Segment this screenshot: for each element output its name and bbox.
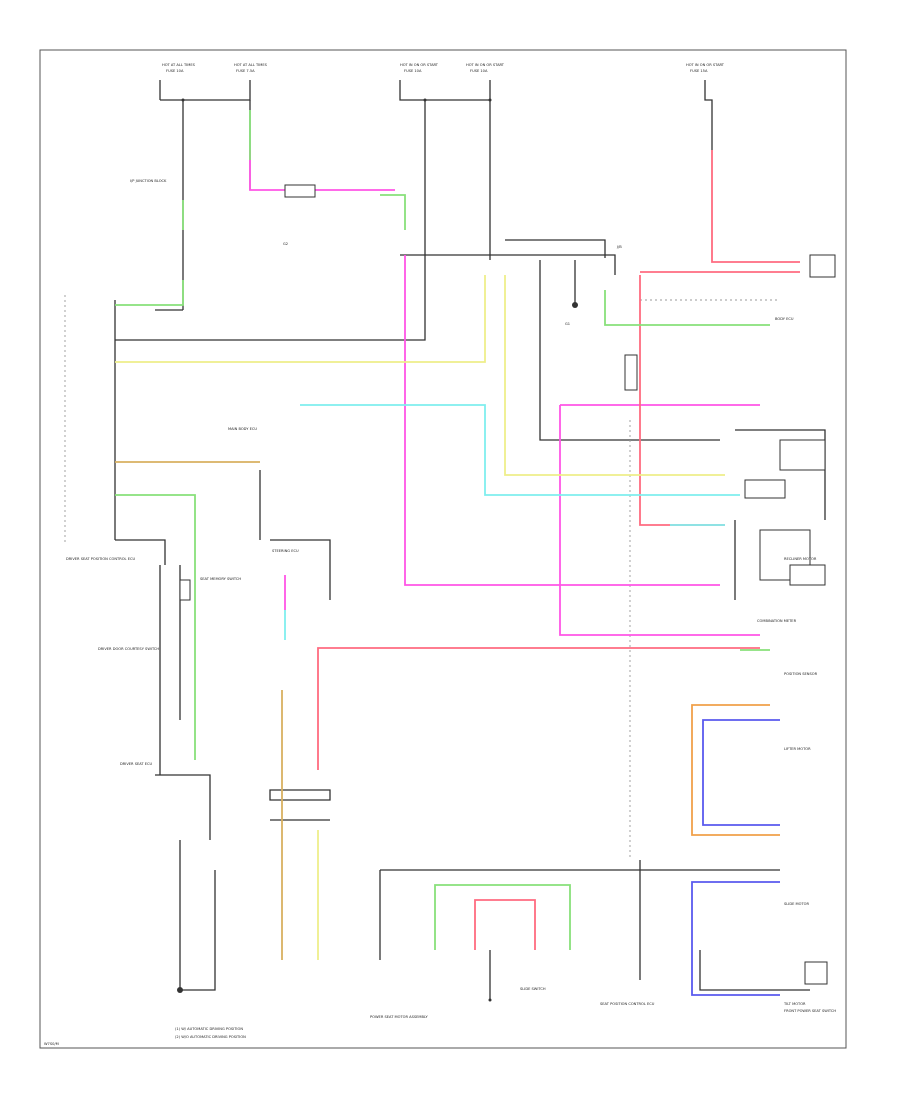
ecu-box-2	[744, 479, 786, 499]
fuse-b-sub: FUSE 7.5A	[236, 69, 255, 73]
green-wires	[115, 110, 770, 950]
body-mid-label: BODY ECU	[775, 317, 794, 321]
motor-box	[789, 564, 826, 586]
ecu-box-3	[759, 529, 811, 581]
ground-mid-label: G2	[283, 242, 288, 246]
footnote-2: (2) W/O AUTOMATIC DRIVING POSITION	[175, 1035, 246, 1039]
yellow-wires	[115, 275, 725, 960]
fuse-e-sub: FUSE 15A	[690, 69, 708, 73]
junction-mid-label: J/B	[616, 245, 622, 249]
recliner-label: RECLINER MOTOR	[784, 557, 817, 561]
bottom-center-label: POWER SEAT MOTOR ASSEMBLY	[370, 1015, 429, 1019]
tilt-motor-label: TILT MOTOR	[783, 1002, 806, 1006]
steering-ecu-label: STEERING ECU	[272, 549, 299, 553]
connector-right-bottom	[804, 961, 828, 985]
fuse-e-label: HOT IN ON OR START	[686, 63, 725, 67]
page-code: W7S0/M	[44, 1042, 59, 1046]
fuse-a-label: HOT AT ALL TIMES	[162, 63, 196, 67]
orange-wires	[691, 704, 780, 836]
junction-top-left-label: I/P JUNCTION BLOCK	[130, 179, 167, 183]
footnote-1: (1) W/ AUTOMATIC DRIVING POSITION	[175, 1027, 243, 1031]
seat-ecu-label: DRIVER SEAT POSITION CONTROL ECU	[66, 557, 135, 561]
diagram-frame	[39, 49, 847, 1049]
lifter-ecu-label: LIFTER MOTOR	[784, 747, 811, 751]
multiplex-ecu-label: MAIN BODY ECU	[228, 427, 257, 431]
position-sensor-label: POSITION SENSOR	[784, 672, 818, 676]
bottom-switch-label: SLIDE SWITCH	[520, 987, 546, 991]
components	[179, 184, 836, 985]
pink-wires	[249, 150, 760, 636]
red-wires	[317, 150, 800, 950]
fuse-d-sub: FUSE 10A	[470, 69, 488, 73]
bottom-right-note-label: SEAT POSITION CONTROL ECU	[600, 1002, 655, 1006]
blue-wires	[691, 719, 780, 996]
combination-meter-label: COMBINATION METER	[757, 619, 797, 623]
slide-motor-label: SLIDE MOTOR	[784, 902, 809, 906]
ecu-box-1	[779, 439, 826, 471]
left-bottom-label: DRIVER SEAT ECU	[120, 762, 153, 766]
fuse-c-sub: FUSE 10A	[404, 69, 422, 73]
gray-wires	[114, 80, 826, 1000]
seat-memory-switch-label: SEAT MEMORY SWITCH	[200, 577, 241, 581]
ground-top-label: G1	[565, 322, 570, 326]
fuse-a-sub: FUSE 10A	[166, 69, 184, 73]
fuse-c-label: HOT IN ON OR START	[400, 63, 439, 67]
fuse-d-label: HOT IN ON OR START	[466, 63, 505, 67]
right-bottom-note-label: FRONT POWER SEAT SWITCH	[784, 1009, 836, 1013]
cyan-wires	[284, 404, 740, 640]
pins	[177, 98, 578, 1002]
switch-box-left	[179, 579, 191, 601]
fuse-b-label: HOT AT ALL TIMES	[234, 63, 268, 67]
labels: HOT AT ALL TIMES FUSE 10A HOT AT ALL TIM…	[44, 63, 836, 1046]
door-switch-label: DRIVER DOOR COURTESY SWITCH	[98, 647, 159, 651]
dashed-lines	[64, 295, 780, 860]
relay-top-left	[284, 184, 316, 198]
relay-mid	[624, 354, 638, 391]
connector-right-top	[809, 254, 836, 278]
